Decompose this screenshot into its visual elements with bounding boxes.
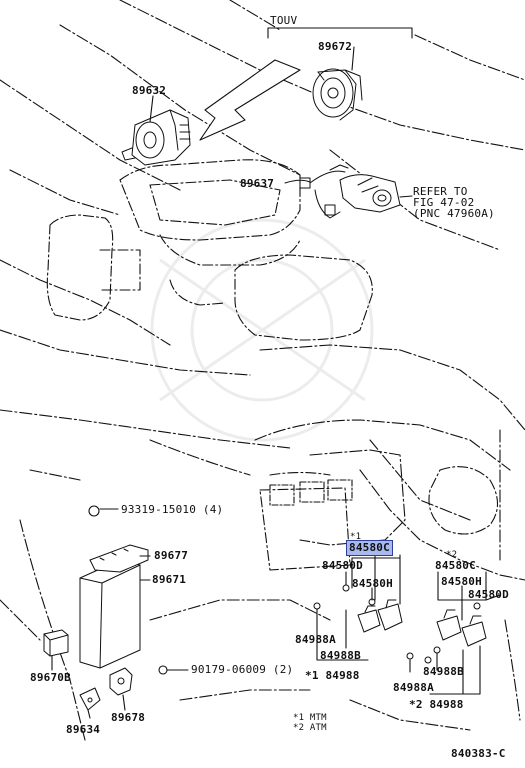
legend-mtm: *1 MTM	[293, 713, 327, 723]
star2-marker: *2	[446, 550, 458, 560]
refer-line-1: REFER TO	[413, 185, 468, 198]
refer-line-2[interactable]: FIG 47-02	[413, 196, 475, 209]
relays-right-drawing	[406, 602, 487, 664]
part-89671-label[interactable]: 89671	[152, 573, 187, 586]
part-84988b-left-label[interactable]: 84988B	[320, 649, 361, 662]
bolt-93319-drawing	[88, 505, 100, 517]
nut-90179-drawing	[158, 665, 168, 675]
part-89632-drawing	[121, 109, 191, 166]
part-84580c-right-label[interactable]: 84580C	[435, 559, 476, 572]
part-89678-drawing	[109, 667, 133, 696]
part-89632-label[interactable]: 89632	[132, 84, 167, 97]
part-89634-label[interactable]: 89634	[66, 723, 101, 736]
refer-line-3: (PNC 47960A)	[413, 207, 495, 220]
part-84988a-left-label[interactable]: 84988A	[295, 633, 336, 646]
part-89670b-label[interactable]: 89670B	[30, 671, 71, 684]
part-89637-label[interactable]: 89637	[240, 177, 275, 190]
relays-left-drawing	[313, 584, 403, 633]
watermark	[150, 218, 374, 442]
part-89637-drawing	[284, 164, 401, 219]
touv-bracket	[267, 27, 413, 39]
star1-marker: *1	[350, 532, 362, 542]
part-89670b-drawing	[43, 629, 69, 657]
part-84988-right-label[interactable]: *2 84988	[409, 698, 464, 711]
touv-label: TOUV	[270, 14, 298, 27]
part-90179-label[interactable]: 90179-06009 (2)	[191, 663, 294, 676]
part-89677-label[interactable]: 89677	[154, 549, 189, 562]
part-84580h-right-label[interactable]: 84580H	[441, 575, 482, 588]
part-84988b-right-label[interactable]: 84988B	[423, 665, 464, 678]
legend-atm: *2 ATM	[293, 723, 327, 733]
part-89672-drawing	[312, 68, 363, 121]
part-84988a-right-label[interactable]: 84988A	[393, 681, 434, 694]
part-84580d-left-label[interactable]: 84580D	[322, 559, 363, 572]
part-89672-label[interactable]: 89672	[318, 40, 353, 53]
part-89634-drawing	[79, 687, 101, 711]
part-84580h-left-label[interactable]: 84580H	[352, 577, 393, 590]
part-84580d-right-label[interactable]: 84580D	[468, 588, 509, 601]
figure-code: 840383-C	[451, 747, 506, 760]
part-89678-label[interactable]: 89678	[111, 711, 146, 724]
part-84988-left-label[interactable]: *1 84988	[305, 669, 360, 682]
part-89671-drawing	[79, 544, 149, 669]
part-84580c-highlighted[interactable]: 84580C	[346, 540, 393, 556]
part-93319-label[interactable]: 93319-15010 (4)	[121, 503, 224, 516]
